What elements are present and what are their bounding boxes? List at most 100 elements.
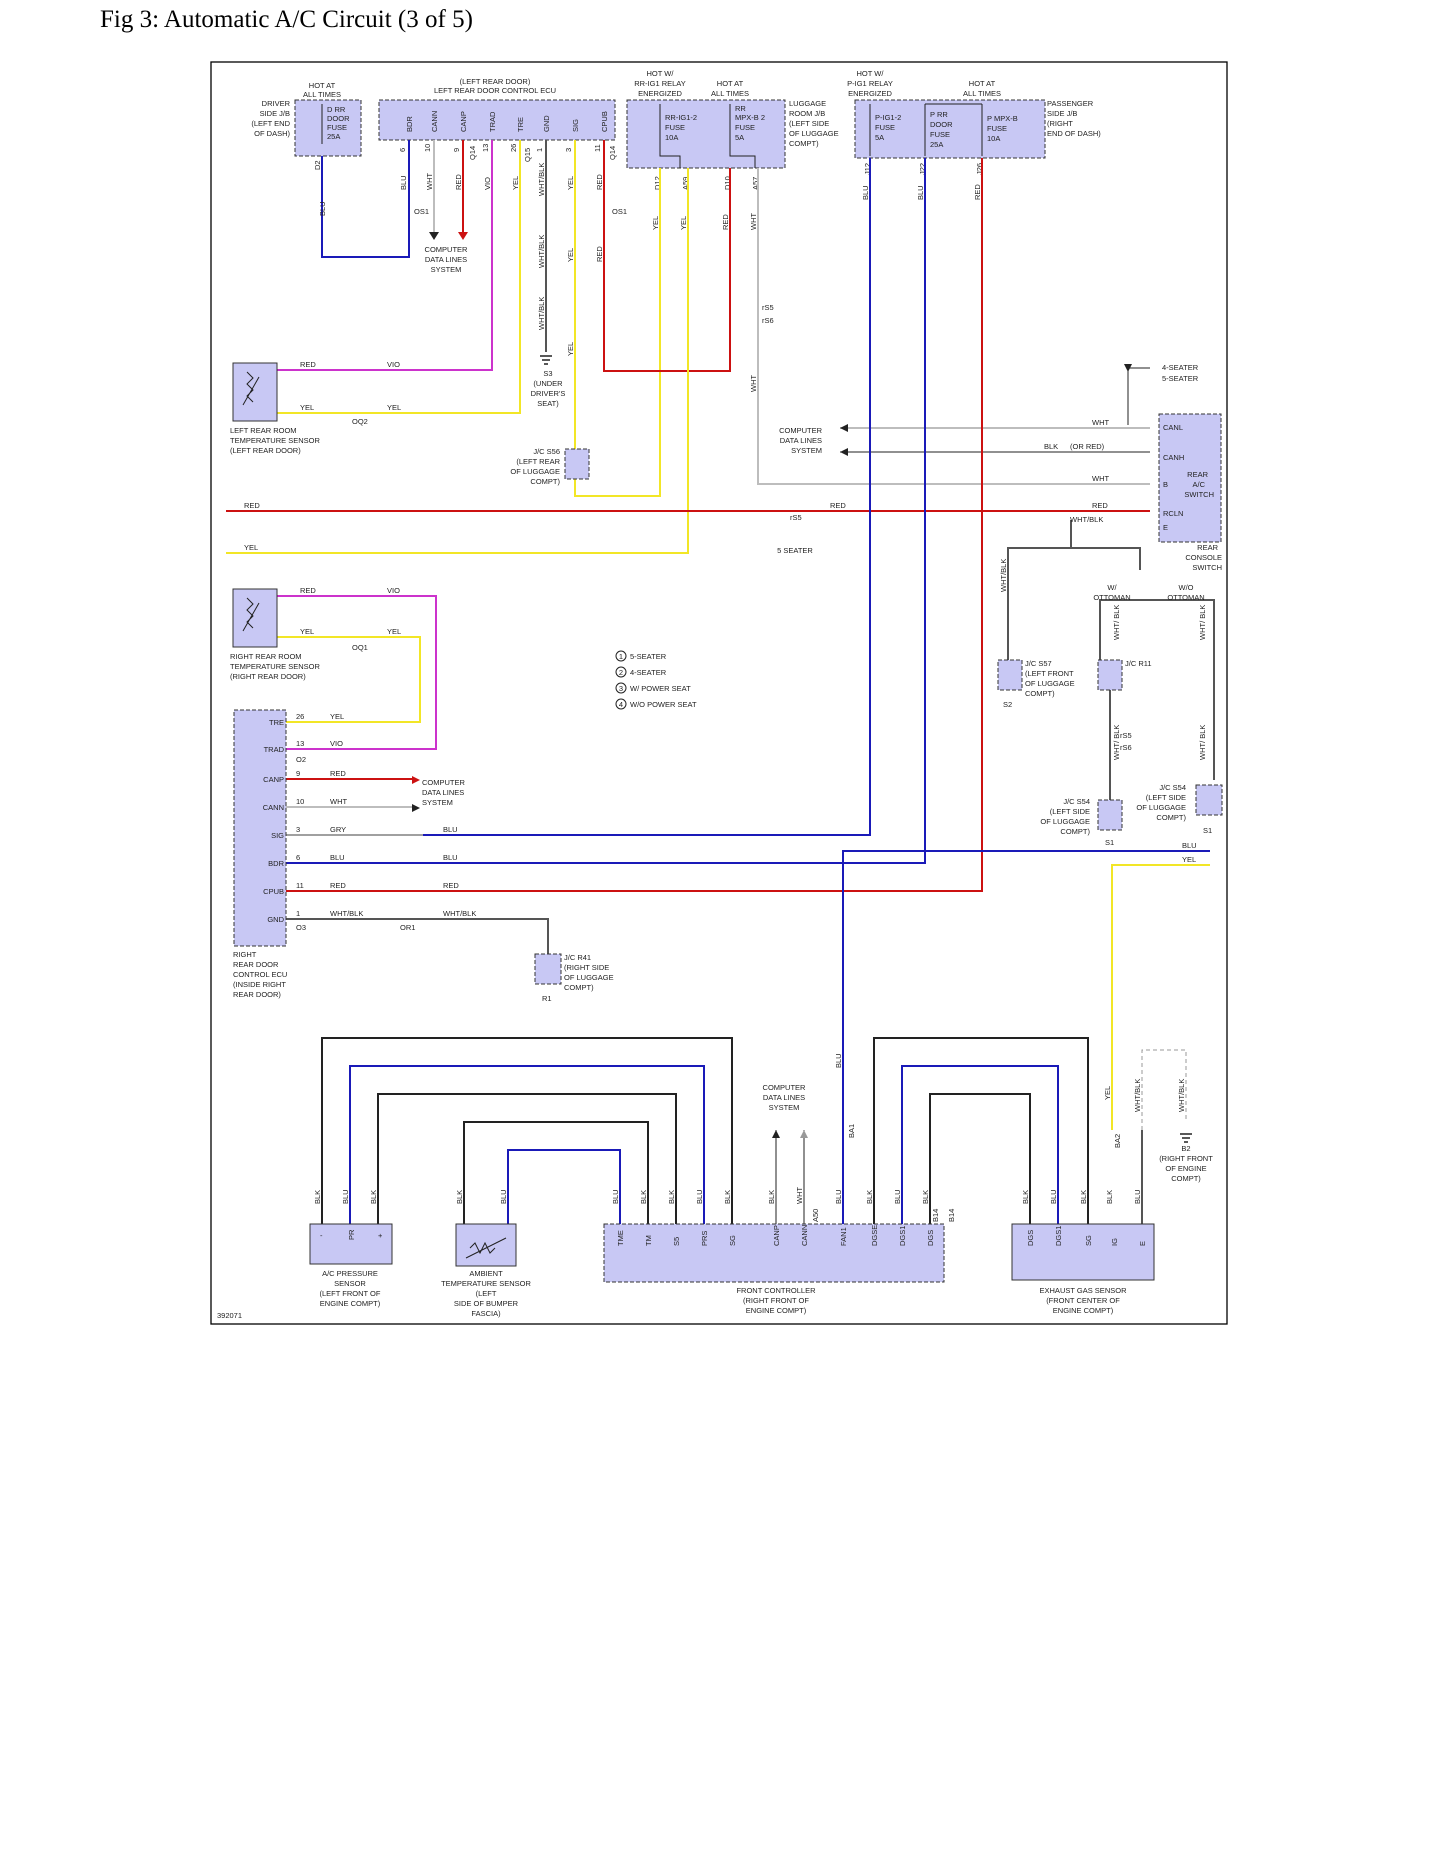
lrd-pin: 6 [398,148,407,152]
wire-blk-acp3 [377,1093,677,1224]
exhaust-terminal: DGS [1026,1230,1035,1246]
svg-text:(LEFT FRONT: (LEFT FRONT [1025,669,1074,678]
lrd-pin: 13 [481,144,490,152]
svg-text:FUSE: FUSE [327,123,347,132]
svg-text:RR-IG1-2: RR-IG1-2 [665,113,697,122]
svg-text:OF LUGGAGE: OF LUGGAGE [789,129,839,138]
legend-number: 4 [619,700,623,709]
wire-blk-exh1 [873,1037,1089,1224]
rr-terminal: SIG [271,831,284,840]
left-rear-door-ecu: (LEFT REAR DOOR) LEFT REAR DOOR CONTROL … [378,77,617,162]
svg-text:ENGINE COMPT): ENGINE COMPT) [746,1306,807,1315]
svg-text:REAR DOOR): REAR DOOR) [233,990,281,999]
svg-text:RED: RED [973,184,982,200]
svg-text:(LEFT SIDE: (LEFT SIDE [789,119,829,128]
svg-text:J/C R41: J/C R41 [564,953,591,962]
svg-text:BLU: BLU [443,853,458,862]
svg-text:DRIVER'S: DRIVER'S [531,389,566,398]
wire-blk-exh3 [929,1093,1031,1224]
lrd-terminal: CANP [459,111,468,132]
legend-marker [615,650,627,662]
svg-text:SIDE J/B: SIDE J/B [260,109,290,118]
svg-text:SYSTEM: SYSTEM [422,798,453,807]
legend-item: 4-SEATER [630,668,667,677]
lrd-terminal: BDR [405,116,414,132]
figure-id: 392071 [217,1311,242,1320]
wire-yel-a59 [226,168,689,554]
driver-side-jb: DRIVER SIDE J/B (LEFT END OF DASH) HOT A… [251,81,362,170]
lrd-terminal: SIG [571,119,580,132]
luggage-room-jb: HOT W/ RR-IG1 RELAY ENERGIZED HOT AT ALL… [626,69,839,190]
svg-text:WHT/BLK: WHT/BLK [537,297,546,330]
svg-text:OF LUGGAGE: OF LUGGAGE [1025,679,1075,688]
svg-text:DOOR: DOOR [930,120,953,129]
svg-text:FRONT CONTROLLER: FRONT CONTROLLER [736,1286,816,1295]
rr-terminal: TRE [269,718,284,727]
connector-tag: B14 [931,1209,940,1222]
svg-text:P-IG1 RELAY: P-IG1 RELAY [847,79,893,88]
wire-color-label: BLK [1079,1190,1088,1204]
fc-terminal: PRS [700,1231,709,1246]
svg-text:DOOR: DOOR [327,114,350,123]
svg-text:REAR DOOR: REAR DOOR [233,960,279,969]
svg-text:YEL: YEL [387,627,401,636]
s3-ground: S3 (UNDER DRIVER'S SEAT) [531,369,566,408]
svg-text:RED: RED [595,246,604,262]
wire-color-label: BLK [1021,1190,1030,1204]
svg-text:R1: R1 [542,994,552,1003]
svg-text:DATA LINES: DATA LINES [422,788,464,797]
arrowheads [412,232,1132,1138]
svg-text:(LEFT REAR DOOR): (LEFT REAR DOOR) [230,446,301,455]
wire-color-label: BLU [695,1189,704,1204]
svg-text:10A: 10A [987,134,1000,143]
wire-color-labels: BLU BLU WHT RED VIO YEL WHT/BLK YEL RED … [244,163,1207,1112]
wire-wht-a57 [757,168,1150,485]
wire-blu-j12 [423,158,871,836]
svg-text:WHT: WHT [1092,474,1109,483]
lrd-terminal: TRAD [488,111,497,132]
rr-pin: 1 [296,909,300,918]
svg-text:(RIGHT FRONT: (RIGHT FRONT [1159,1154,1213,1163]
svg-text:ALL TIMES: ALL TIMES [303,90,341,99]
wire-color-label: BLU [611,1189,620,1204]
ambient-temperature-sensor: AMBIENT TEMPERATURE SENSOR (LEFT SIDE OF… [441,1223,532,1318]
svg-text:HOT W/: HOT W/ [647,69,675,78]
lrd-terminal: TRE [516,117,525,132]
svg-text:D10: D10 [723,176,732,190]
svg-text:OQ2: OQ2 [352,417,368,426]
svg-text:PR: PR [347,1229,356,1240]
svg-text:RED: RED [244,501,260,510]
svg-text:LUGGAGE: LUGGAGE [789,99,826,108]
svg-text:rS5: rS5 [762,303,774,312]
svg-text:COMPT): COMPT) [789,139,819,148]
svg-text:(LEFT SIDE: (LEFT SIDE [1146,793,1186,802]
svg-text:YEL: YEL [679,216,688,230]
svg-text:4-SEATER: 4-SEATER [1162,363,1199,372]
svg-text:COMPT): COMPT) [1025,689,1055,698]
svg-text:WHT/ BLK: WHT/ BLK [1112,725,1121,760]
svg-text:+: + [378,1231,383,1240]
svg-text:S2: S2 [1003,700,1012,709]
lrd-terminal: CPUB [600,111,609,132]
wire-yel-rr [257,636,421,723]
legend-number: 3 [619,684,623,693]
computer-data-lines-top: COMPUTER DATA LINES SYSTEM [425,245,469,274]
rr-pin: 26 [296,712,304,721]
svg-text:J/C S57: J/C S57 [1025,659,1052,668]
svg-text:DRIVER: DRIVER [262,99,291,108]
svg-text:AMBIENT: AMBIENT [469,1269,503,1278]
svg-text:-: - [320,1231,323,1240]
svg-text:B: B [1163,480,1168,489]
fc-terminal: FAN1 [839,1227,848,1246]
svg-text:(RIGHT SIDE: (RIGHT SIDE [564,963,609,972]
svg-text:5A: 5A [735,133,744,142]
svg-text:ENERGIZED: ENERGIZED [638,89,682,98]
svg-text:RR-IG1 RELAY: RR-IG1 RELAY [634,79,686,88]
svg-text:(LEFT REAR: (LEFT REAR [516,457,560,466]
svg-text:COMPT): COMPT) [1171,1174,1201,1183]
svg-text:WHT/BLK: WHT/BLK [1070,515,1103,524]
svg-text:VIO: VIO [483,177,492,190]
svg-text:RED: RED [300,586,316,595]
svg-text:SENSOR: SENSOR [334,1279,366,1288]
